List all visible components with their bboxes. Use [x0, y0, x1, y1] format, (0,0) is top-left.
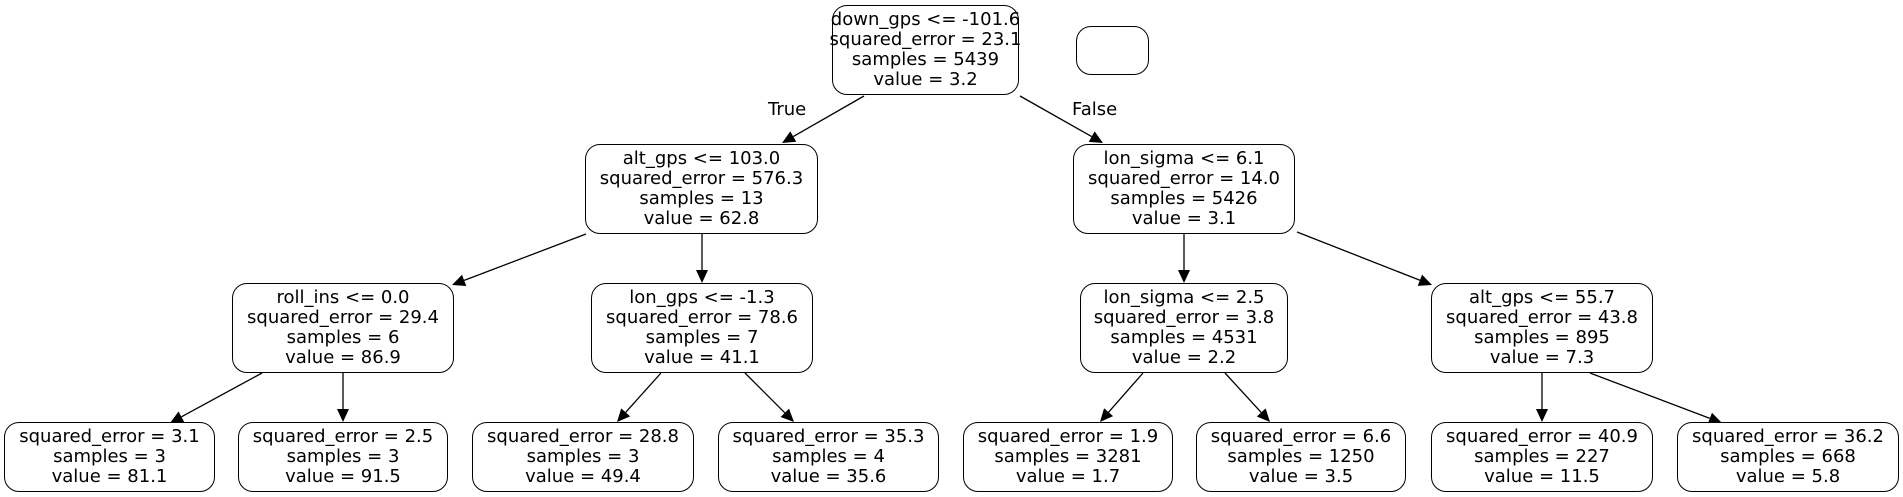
node-text-line: value = 7.3 [1489, 347, 1595, 368]
edge-arrowhead [337, 409, 349, 422]
node-text-line: value = 81.1 [51, 466, 168, 487]
node-text-line: down_gps <= -101.6 [830, 9, 1021, 30]
node-text-line: squared_error = 3.1 [19, 426, 200, 447]
edge-arrowhead [1088, 131, 1103, 143]
edge-n9-n11 [1224, 372, 1262, 413]
node-text-line: squared_error = 40.9 [1446, 426, 1638, 447]
node-text-line: samples = 5439 [851, 49, 1000, 70]
node-text-line: value = 49.4 [525, 466, 641, 487]
edge-arrowhead [1417, 274, 1432, 286]
node-text-line: value = 91.5 [285, 466, 401, 487]
node-text-line: lon_sigma <= 6.1 [1103, 148, 1265, 169]
node-text-line: samples = 4 [772, 446, 885, 467]
edge-n9-n10 [1108, 372, 1144, 413]
node-text-line: squared_error = 35.3 [732, 426, 925, 447]
node-text-line: samples = 7 [645, 327, 759, 348]
node-text-line: squared_error = 43.8 [1446, 307, 1638, 328]
node-text-line: value = 3.1 [1131, 208, 1237, 229]
node-text-line: squared_error = 36.2 [1692, 426, 1884, 447]
node-text-line: value = 62.8 [643, 208, 760, 229]
node-text-line: samples = 5426 [1110, 188, 1258, 209]
edge-arrowhead [1256, 408, 1270, 422]
node-text-line: samples = 1250 [1227, 446, 1375, 467]
node-text-line: value = 3.2 [873, 69, 978, 90]
node-text-line: samples = 13 [639, 188, 764, 209]
node-text-line: squared_error = 6.6 [1210, 426, 1392, 447]
edge-n0-n1 [792, 95, 865, 138]
edge-arrowhead [1100, 408, 1114, 422]
edge-arrowhead [780, 408, 794, 422]
node-text-line: squared_error = 28.8 [487, 426, 679, 447]
node-text-line: squared_error = 14.0 [1088, 168, 1280, 189]
edge-arrowhead [617, 408, 631, 422]
edge-arrowhead [1178, 270, 1190, 283]
node-text-line: squared_error = 576.3 [599, 168, 804, 189]
edge-n2-n3 [181, 372, 263, 418]
node-text-line: lon_sigma <= 2.5 [1103, 287, 1265, 308]
edge-n1-n2 [463, 233, 587, 281]
edge-n0-n8 [1019, 95, 1093, 138]
node-text-line: samples = 6 [286, 327, 400, 348]
edge-arrowhead [696, 270, 708, 283]
node-text-line: samples = 4531 [1110, 327, 1258, 348]
edge-n5-n6 [625, 372, 662, 413]
node-text-line: samples = 3 [286, 446, 400, 467]
node-text-line: squared_error = 2.5 [252, 426, 434, 447]
node-text-line: lon_gps <= -1.3 [629, 287, 775, 308]
node-text-line: samples = 3 [53, 446, 166, 467]
node-text-line: value = 2.2 [1131, 347, 1237, 368]
node-text-line: value = 86.9 [285, 347, 401, 368]
node-text-line: samples = 3 [526, 446, 640, 467]
edge-arrowhead [170, 411, 185, 423]
node-text-line: squared_error = 1.9 [977, 426, 1159, 447]
edge-n12-n14 [1589, 372, 1711, 420]
node-text-line: squared_error = 78.6 [606, 307, 798, 328]
node-text-line: value = 11.5 [1484, 466, 1600, 487]
empty-legend-box [1076, 26, 1149, 75]
node-text-line: roll_ins <= 0.0 [276, 287, 410, 308]
node-text-line: squared_error = 29.4 [247, 307, 439, 328]
edge-arrowhead [452, 274, 467, 286]
node-text-line: value = 35.6 [770, 466, 887, 487]
node-text-line: alt_gps <= 103.0 [622, 148, 781, 169]
node-text-line: samples = 3281 [994, 446, 1142, 467]
edge-label-false: False [1072, 99, 1118, 120]
edge-arrowhead [1536, 409, 1548, 422]
node-text-line: value = 3.5 [1248, 466, 1354, 487]
node-text-line: samples = 668 [1720, 446, 1856, 467]
node-text-line: value = 41.1 [644, 347, 760, 368]
edge-arrowhead [782, 131, 797, 143]
node-text-line: value = 1.7 [1015, 466, 1121, 487]
node-text-line: value = 5.8 [1735, 466, 1841, 487]
node-text-line: squared_error = 3.8 [1093, 307, 1275, 328]
edge-n8-n12 [1296, 231, 1421, 281]
node-text-line: squared_error = 23.1 [829, 29, 1022, 50]
node-text-line: alt_gps <= 55.7 [1468, 287, 1615, 308]
edge-n5-n7 [744, 372, 786, 414]
node-text-line: samples = 895 [1474, 327, 1610, 348]
edge-arrowhead [1707, 412, 1722, 425]
node-text-line: samples = 227 [1474, 446, 1610, 467]
edge-label-true: True [768, 99, 807, 120]
